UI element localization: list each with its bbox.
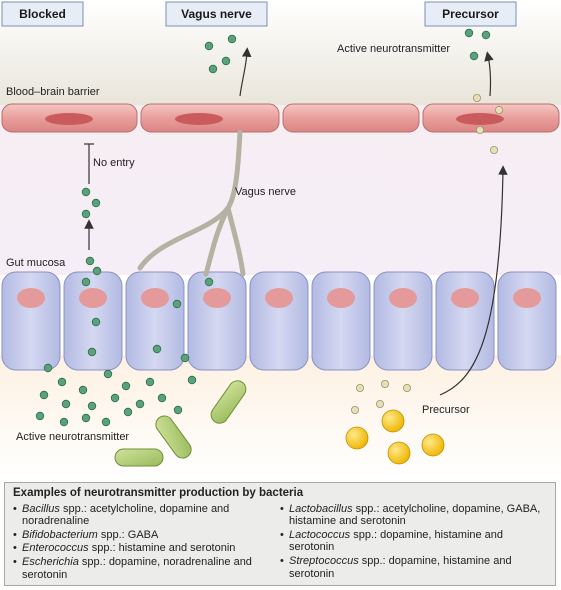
legend-panel: Examples of neurotransmitter production … [4, 482, 556, 586]
label-gut-mucosa: Gut mucosa [6, 257, 66, 269]
gut-nucleus [79, 288, 107, 308]
header-blocked-text: Blocked [19, 7, 66, 21]
label-blood-brain-barrier: Blood–brain barrier [6, 86, 100, 98]
gut-cell [311, 271, 371, 371]
label-vagus-nerve: Vagus nerve [235, 186, 296, 198]
legend-columns: Bacillus spp.: acetylcholine, dopamine a… [13, 503, 547, 583]
gut-nucleus [203, 288, 231, 308]
gut-cell [497, 271, 557, 371]
gut-lumen-background [0, 355, 561, 480]
legend-item: Escherichia spp.: dopamine, noradrenalin… [13, 556, 280, 581]
bacteria [114, 380, 247, 467]
legend-item: Lactobacillus spp.: acetylcholine, dopam… [280, 503, 547, 528]
legend-item: Streptococcus spp.: dopamine, histamine … [280, 555, 547, 580]
gut-nucleus [327, 288, 355, 308]
interstitial-background [0, 105, 561, 275]
gut-nucleus [513, 288, 541, 308]
bbb-cell [282, 103, 420, 133]
bacterium [210, 380, 247, 424]
gut-nucleus [389, 288, 417, 308]
precursor-top-arrow [484, 51, 494, 97]
gut-brain-diagram: Blocked Vagus nerve Precursor [0, 0, 561, 480]
neurotransmitter-dots-precursor [464, 28, 491, 61]
gut-cell [125, 271, 185, 371]
vagus-up-arrow [239, 47, 252, 97]
header-blocked: Blocked [1, 1, 84, 27]
gut-cell [373, 271, 433, 371]
gut-cell [187, 271, 247, 371]
label-no-entry: No entry [93, 157, 135, 169]
header-vagus-nerve: Vagus nerve [165, 1, 268, 27]
precursor-dots [350, 94, 503, 414]
bacterium [155, 415, 192, 459]
bbb-nucleus [45, 113, 93, 125]
label-precursor: Precursor [422, 404, 470, 416]
neurotransmitter-dots-vagus [152, 34, 237, 363]
gut-cell [435, 271, 495, 371]
gut-nucleus [265, 288, 293, 308]
gut-nucleus [141, 288, 169, 308]
neurotransmitter-dots-lumen [35, 369, 197, 427]
bacterium [114, 448, 164, 467]
legend-column-right: Lactobacillus spp.: acetylcholine, dopam… [280, 503, 547, 583]
header-precursor-text: Precursor [442, 7, 499, 21]
gut-mucosa-cells [1, 271, 557, 371]
arrows [84, 47, 508, 396]
neurotransmitter-dots-blocked [43, 187, 102, 373]
header-precursor: Precursor [424, 1, 517, 27]
gut-nucleus [17, 288, 45, 308]
label-active-neurotransmitter-top: Active neurotransmitter [337, 43, 450, 55]
gut-cell [249, 271, 309, 371]
header-vagus-text: Vagus nerve [181, 7, 252, 21]
legend-title: Examples of neurotransmitter production … [13, 487, 304, 499]
legend-item: Enterococcus spp.: histamine and seroton… [13, 542, 280, 555]
gut-nucleus [451, 288, 479, 308]
vagus-nerve-fibres [137, 129, 246, 277]
legend-item: Lactococcus spp.: dopamine, histamine an… [280, 529, 547, 554]
bbb-nucleus [456, 113, 504, 125]
precursor-up-arrow [439, 165, 508, 396]
gut-cell [1, 271, 61, 371]
legend-item: Bacillus spp.: acetylcholine, dopamine a… [13, 503, 280, 528]
blood-brain-barrier [1, 103, 560, 133]
legend-column-left: Bacillus spp.: acetylcholine, dopamine a… [13, 503, 280, 583]
label-active-neurotransmitter-bottom: Active neurotransmitter [16, 431, 129, 443]
legend-item: Bifidobacterium spp.: GABA [13, 529, 280, 542]
bbb-nucleus [175, 113, 223, 125]
precursor-spheres [345, 409, 445, 465]
